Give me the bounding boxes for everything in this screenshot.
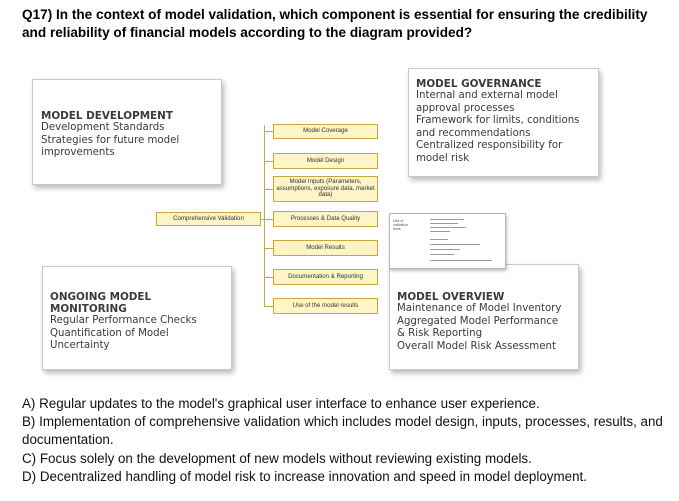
model-development-box: MODEL DEVELOPMENT Development Standards … — [32, 79, 222, 185]
use-of-model-results-box: Use of the model results — [273, 298, 378, 314]
question-text: Q17) In the context of model validation,… — [22, 7, 648, 40]
model-development-title: MODEL DEVELOPMENT — [41, 110, 173, 122]
bracket-tick — [264, 277, 273, 278]
governance-line: Centralized responsibility for — [416, 140, 563, 151]
bracket-tick — [264, 219, 273, 220]
development-line: Strategies for future model — [41, 134, 180, 146]
governance-line: and recommendations — [416, 127, 531, 139]
doc-line — [430, 249, 460, 250]
development-line: Development Standards — [41, 122, 165, 133]
answer-option-d[interactable]: D) Decentralized handling of model risk … — [22, 468, 587, 484]
monitoring-line: Uncertainty — [50, 340, 110, 351]
development-line: improvements — [41, 147, 115, 158]
monitoring-title: ONGOING MODEL — [50, 291, 152, 303]
bracket-tick — [264, 189, 273, 190]
governance-line: approval processes — [416, 102, 515, 114]
monitoring-title: MONITORING — [50, 303, 127, 315]
governance-line: model risk — [416, 152, 470, 164]
answer-option-a[interactable]: A) Regular updates to the model's graphi… — [22, 396, 540, 411]
bracket-tick — [264, 161, 273, 162]
model-results-box: Model Results — [273, 240, 378, 256]
processes-data-quality-box: Processes & Data Quality — [273, 211, 378, 227]
doc-line — [430, 254, 454, 255]
answer-options: A) Regular updates to the model's graphi… — [22, 395, 672, 486]
model-design-box: Model Design — [273, 153, 378, 169]
model-inputs-box: Model Inputs (Parameters, assumptions, e… — [273, 176, 378, 202]
answer-option-b[interactable]: B) Implementation of comprehensive valid… — [22, 414, 663, 448]
doc-line — [430, 244, 480, 245]
doc-line — [430, 231, 450, 232]
bracket-tick — [264, 248, 273, 249]
model-governance-title: MODEL GOVERNANCE — [416, 78, 542, 90]
model-governance-box: MODEL GOVERNANCE Internal and external m… — [408, 68, 599, 177]
doc-line — [430, 219, 464, 220]
bracket-tick — [264, 306, 273, 307]
bracket-tick — [264, 131, 273, 132]
overview-line: & Risk Reporting — [397, 328, 483, 339]
doc-line — [430, 260, 492, 261]
overview-line: Maintenance of Model Inventory — [397, 303, 562, 314]
bracket-spine — [264, 125, 265, 306]
overview-line: Aggregated Model Performance — [397, 315, 559, 327]
bracket-connector — [261, 219, 265, 220]
documentation-reporting-box: Documentation & Reporting — [273, 269, 378, 285]
answer-option-c[interactable]: C) Focus solely on the development of ne… — [22, 450, 532, 466]
comprehensive-validation-box: Comprehensive Validation — [156, 212, 261, 226]
model-overview-box: MODEL OVERVIEW Maintenance of Model Inve… — [389, 264, 579, 370]
governance-line: Framework for limits, conditions — [416, 115, 580, 126]
monitoring-line: Regular Performance Checks — [50, 315, 197, 326]
overview-title: MODEL OVERVIEW — [397, 291, 505, 303]
governance-line: Internal and external model — [416, 90, 558, 101]
doc-line — [430, 227, 466, 228]
ongoing-monitoring-box: ONGOING MODEL MONITORING Regular Perform… — [42, 266, 232, 370]
doc-line — [430, 239, 448, 240]
overview-line: Overall Model Risk Assessment — [397, 340, 556, 352]
doc-line — [430, 223, 458, 224]
model-coverage-box: Model Coverage — [273, 124, 378, 139]
monitoring-line: Quantification of Model — [50, 327, 169, 339]
